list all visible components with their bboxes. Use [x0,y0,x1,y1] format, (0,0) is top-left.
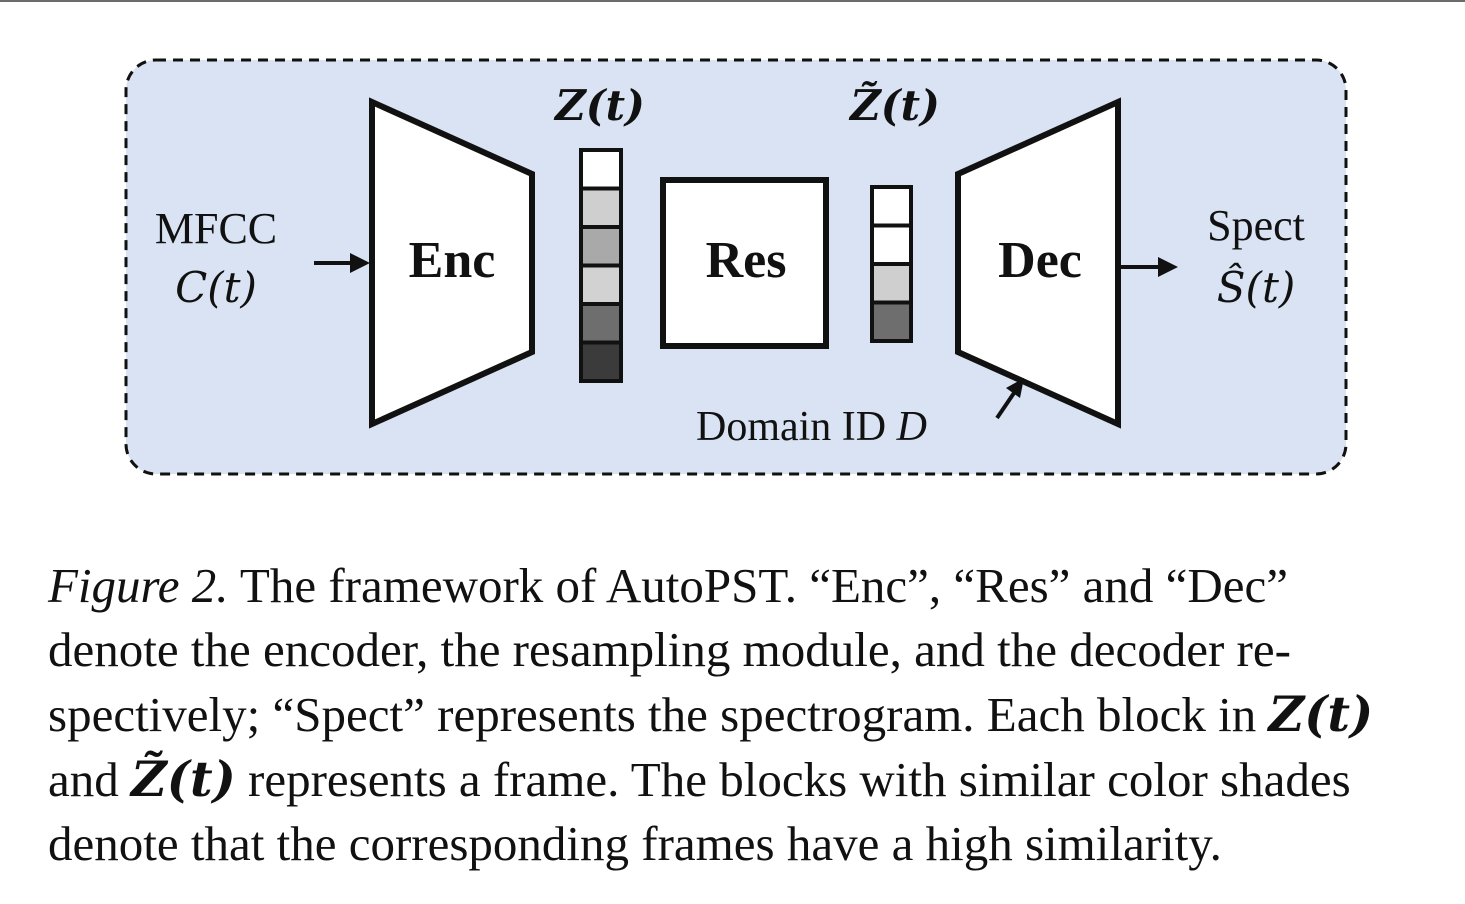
caption-text-1: The framework of AutoPST. “Enc”, “Res” a… [239,558,1289,613]
output-arrow-head [1158,257,1178,277]
latent-frame-6 [579,340,623,383]
caption-line-5: denote that the corresponding frames hav… [48,816,1222,871]
latent-frame-3 [579,225,623,268]
caption-text-4b: represents a frame. The blocks with simi… [248,752,1351,807]
caption-text-3: spectively; “Spect” represents the spect… [48,687,1257,742]
latent-frame-stack [579,148,623,383]
input-arrow-head [350,253,370,273]
input-symbol: C(t) [175,263,257,312]
caption-line-4: and Z̃(t) represents a frame. The blocks… [48,747,1428,812]
latent-frame-4 [579,263,623,306]
latent-label: Z(t) [553,81,645,130]
caption-math-z: Z(t) [1268,685,1374,743]
latent-frame-1 [579,148,623,191]
decoder-label: Dec [998,232,1082,289]
output-symbol: Ŝ(t) [1217,262,1295,312]
resampled-frame-4 [870,300,913,343]
top-rule [0,0,1465,2]
latent-frame-5 [579,302,623,345]
resampler-block [660,177,829,349]
caption-line-1: Figure 2. The framework of AutoPST. “Enc… [48,554,1428,618]
caption-math-ztilde: Z̃(t) [131,750,236,808]
framework-diagram: MFCC C(t) Enc Z(t) Res Z̃(t) Dec Spect Ŝ… [124,58,1348,476]
caption-text-4a: and [48,752,119,807]
encoder-block [369,97,535,429]
latent-frame-2 [579,186,623,229]
input-label: MFCC [155,204,277,253]
caption-line-3: spectively; “Spect” represents the spect… [48,682,1428,747]
resampled-label: Z̃(t) [848,80,940,130]
resampled-frame-stack [870,185,913,343]
figure-number: Figure 2. [48,558,229,613]
domain-arrow-head [1006,378,1024,398]
resampled-frame-1 [870,185,913,228]
resampled-frame-2 [870,223,913,266]
caption-line-2: denote the encoder, the resampling modul… [48,622,1291,677]
encoder-label: Enc [409,232,496,289]
decoder-block [955,97,1121,429]
domain-label: Domain ID D [696,404,927,450]
output-label: Spect [1207,201,1305,250]
resampled-frame-3 [870,262,913,305]
domain-arrow [995,391,1016,420]
resampler-label: Res [706,232,787,289]
figure-caption: Figure 2. The framework of AutoPST. “Enc… [48,554,1428,876]
